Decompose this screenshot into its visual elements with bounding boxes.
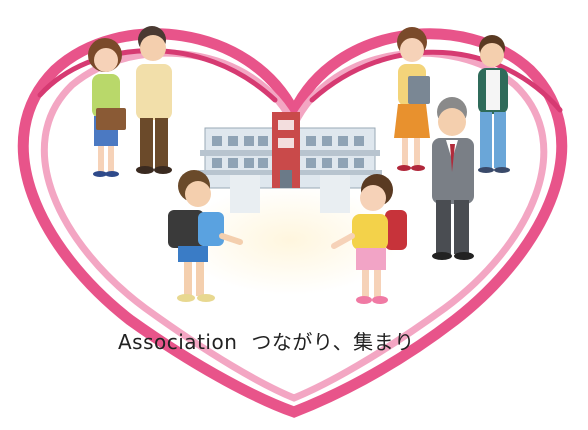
schoolboy-figure (168, 170, 243, 302)
student-boy-figure (478, 35, 510, 173)
heart-outer-stroke (17, 28, 568, 418)
caption-japanese: つながり、集まり (251, 330, 415, 354)
father-figure (136, 26, 172, 174)
school-building (198, 112, 382, 213)
teacher-woman-figure (394, 27, 430, 171)
heart-accent-stroke-right (309, 49, 563, 113)
principal-figure (432, 97, 474, 260)
caption-text: Association つながり、集まり (118, 326, 415, 355)
heart-inner-stroke (40, 49, 548, 402)
mother-figure (88, 38, 126, 177)
schoolgirl-figure (331, 174, 407, 304)
caption-latin: Association (118, 330, 238, 354)
